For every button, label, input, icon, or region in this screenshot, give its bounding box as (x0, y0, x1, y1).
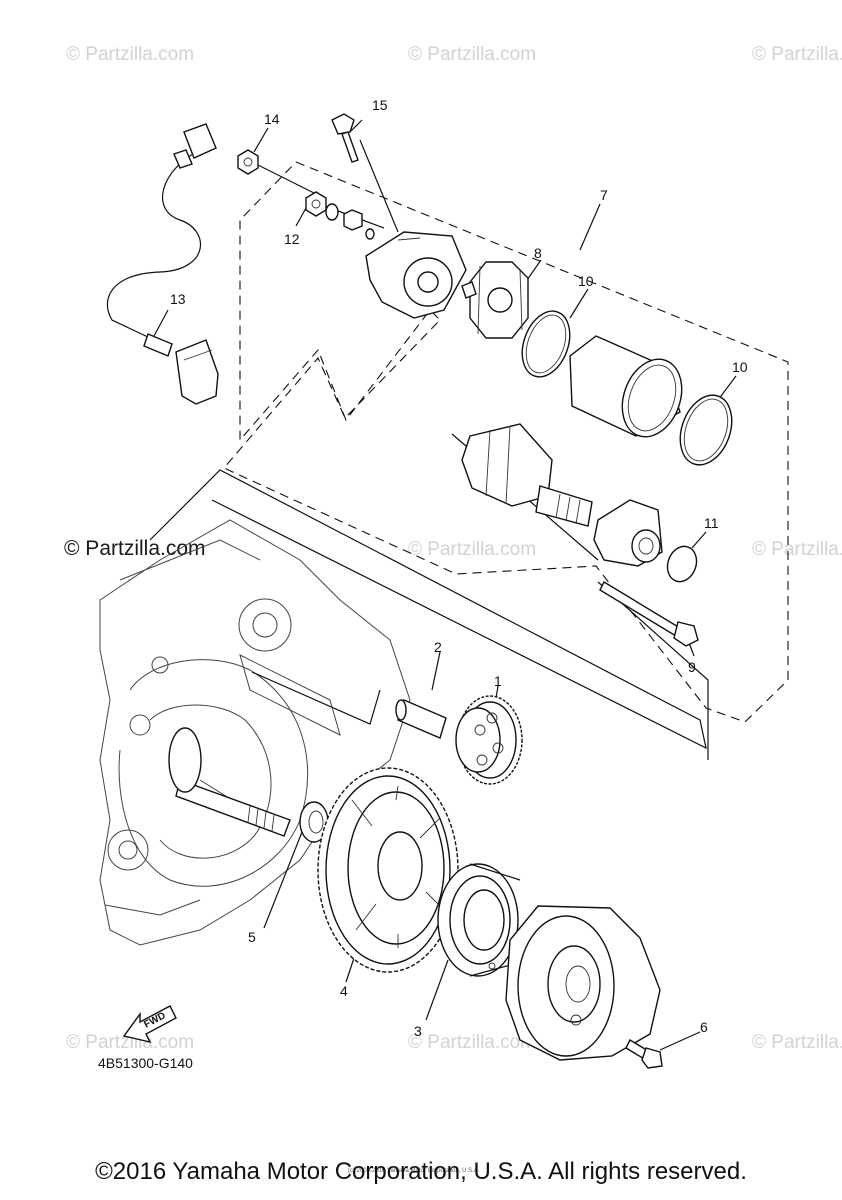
watermark: © Partzilla.com (408, 539, 536, 560)
callout-7: 7 (600, 187, 608, 203)
callout-2: 2 (434, 639, 442, 655)
callout-10: 10 (578, 273, 594, 289)
o-ring (679, 394, 733, 466)
callout-15: 15 (372, 97, 388, 113)
watermark: © Partzilla.com (66, 44, 194, 65)
watermark: © Partzilla.com (408, 44, 536, 65)
callout-1: 1 (494, 673, 502, 689)
fine-print: (c) 2005-2016 Yamaha Motor Corporation, … (348, 1168, 480, 1174)
wire-harness (106, 123, 219, 405)
brush-holder (461, 261, 529, 339)
crankcase (99, 519, 411, 946)
callout-8: 8 (534, 245, 542, 261)
o-ring-small (666, 545, 698, 583)
callout-5: 5 (248, 929, 256, 945)
callout-11: 11 (704, 515, 719, 531)
callout-12: 12 (284, 231, 300, 247)
starter-wheel-gear (317, 767, 459, 973)
idler-gear (455, 695, 523, 785)
flywheel-rotor (505, 905, 661, 1061)
callout-10: 10 (732, 359, 748, 375)
callout-3: 3 (414, 1023, 422, 1039)
callout-6: 6 (700, 1019, 708, 1035)
one-way-clutch (437, 863, 521, 977)
watermark: © Partzilla.com (66, 1032, 194, 1053)
copyright-notice: ©2016 Yamaha Motor Corporation, U.S.A. A… (95, 1158, 747, 1185)
idler-shaft (395, 699, 447, 739)
o-ring (521, 310, 571, 378)
callout-4: 4 (340, 983, 348, 999)
starter-front-cover (365, 231, 467, 319)
starter-assembly-outline (223, 161, 789, 723)
watermark: © Partzilla.com (408, 1032, 536, 1053)
long-bolt (599, 581, 699, 647)
terminal-nuts (305, 191, 375, 240)
callout-14: 14 (264, 111, 280, 127)
starter-yoke (569, 335, 683, 438)
diagram-code: 4B51300-G140 (98, 1055, 193, 1071)
watermark: © Partzilla.com (64, 537, 206, 560)
watermark: © Partzilla.com (752, 44, 842, 65)
bolt (331, 113, 359, 163)
output-shaft (168, 727, 291, 837)
callout-9: 9 (688, 659, 696, 675)
watermarks: © Partzilla.com © Partzilla.com © Partzi… (64, 44, 842, 1053)
watermark: © Partzilla.com (752, 1032, 842, 1053)
callouts: 1 2 3 4 5 6 7 8 9 10 10 11 12 13 14 15 (170, 97, 748, 1039)
armature (461, 423, 593, 527)
nut (237, 149, 259, 175)
watermark: © Partzilla.com (752, 539, 842, 560)
callout-13: 13 (170, 291, 186, 307)
rotor-bolt (625, 1039, 663, 1069)
starter-rear-cover (593, 499, 663, 567)
